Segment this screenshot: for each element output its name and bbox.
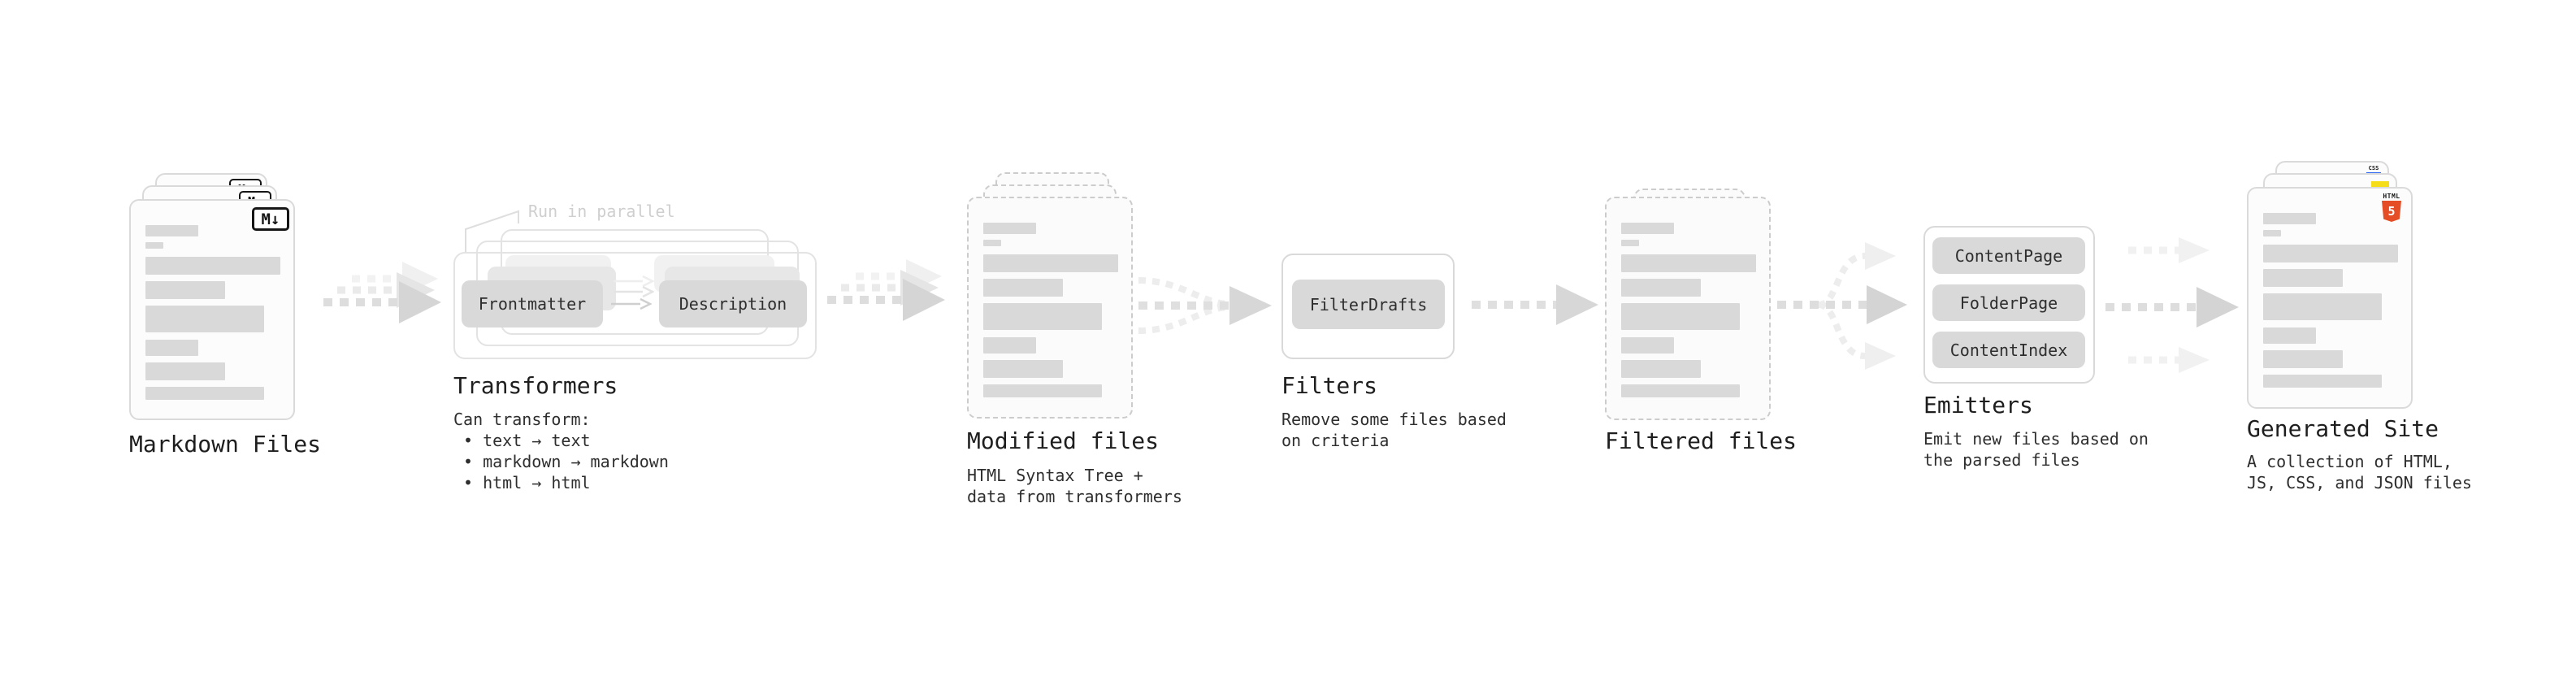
- skeleton-bar: [983, 240, 1001, 246]
- emitter-chip-folderpage: FolderPage: [1932, 284, 2085, 321]
- stage-label-transformers: Transformers: [453, 372, 618, 399]
- css-icon-label: CSS: [2368, 165, 2379, 171]
- modified-desc-line: HTML Syntax Tree +: [967, 466, 1143, 485]
- filters-desc-line: Remove some files based: [1281, 410, 1507, 429]
- skeleton-bar: [2263, 245, 2398, 262]
- chip-arrow-icon: [611, 297, 652, 310]
- chip-arrow-icon: [614, 285, 654, 298]
- filters-description: Remove some files based on criteria: [1281, 409, 1507, 451]
- skeleton-bar: [2263, 230, 2281, 236]
- skeleton-bar: [2263, 350, 2343, 368]
- modified-file-card-front: [967, 197, 1133, 419]
- skeleton-bar: [2263, 327, 2316, 344]
- generated-html-file-card: HTML 5: [2247, 187, 2413, 409]
- emitter-chip-contentindex: ContentIndex: [1932, 332, 2085, 368]
- skeleton-bar: [983, 223, 1036, 234]
- skeleton-bar: [1621, 254, 1756, 272]
- stage-label-filters: Filters: [1281, 372, 1378, 399]
- transformer-group-box-front: [453, 252, 817, 359]
- skeleton-bar: [2263, 293, 2382, 320]
- skeleton-bar: [1621, 303, 1740, 330]
- stage-label-markdown-files: Markdown Files: [129, 431, 322, 458]
- skeleton-bar: [145, 340, 198, 356]
- transformer-chip-frontmatter: Frontmatter: [462, 280, 603, 327]
- skeleton-bar: [983, 384, 1102, 397]
- html5-icon-label: HTML: [2383, 193, 2400, 200]
- skeleton-bar: [1621, 384, 1740, 397]
- emitters-desc-line: the parsed files: [1923, 450, 2080, 470]
- markdown-icon: M↓: [252, 207, 289, 231]
- skeleton-bar: [2263, 269, 2343, 287]
- annotation-bracket: [465, 210, 519, 252]
- skeleton-bar: [1621, 240, 1639, 246]
- stage-label-generated-site: Generated Site: [2247, 415, 2439, 442]
- flow-arrow-modified-to-filters: [1138, 277, 1272, 334]
- flow-arrow-markdown-to-transformers: [323, 262, 441, 323]
- transformer-chip-description: Description: [659, 280, 807, 327]
- flow-arrow-filters-to-filtered: [1472, 284, 1598, 325]
- flow-arrow-filtered-to-emitters: [1777, 242, 1907, 370]
- skeleton-bar: [1621, 360, 1701, 378]
- emitters-desc-line: Emit new files based on: [1923, 429, 2149, 449]
- stage-label-modified-files: Modified files: [967, 427, 1160, 454]
- skeleton-bar: [145, 387, 264, 400]
- transformers-bullet: • html → html: [463, 473, 591, 492]
- stage-label-filtered-files: Filtered files: [1605, 427, 1798, 454]
- skeleton-bar: [983, 254, 1118, 272]
- emitters-description: Emit new files based on the parsed files: [1923, 428, 2149, 471]
- transformers-bullet: • text → text: [463, 431, 591, 450]
- skeleton-bar: [983, 303, 1102, 330]
- skeleton-bar: [1621, 279, 1701, 297]
- skeleton-bar: [145, 306, 264, 332]
- run-in-parallel-annotation: Run in parallel: [528, 202, 675, 221]
- flow-arrow-transformers-to-modified: [827, 259, 945, 321]
- generated-desc-line: JS, CSS, and JSON files: [2247, 473, 2472, 492]
- html5-icon: HTML 5: [2382, 193, 2401, 222]
- emitter-chip-contentpage: ContentPage: [1932, 237, 2085, 274]
- skeleton-bar: [983, 360, 1063, 378]
- skeleton-bar: [145, 257, 280, 275]
- transformers-desc-heading: Can transform:: [453, 410, 591, 429]
- skeleton-bar: [145, 281, 225, 299]
- skeleton-bar: [145, 225, 198, 236]
- modified-desc-line: data from transformers: [967, 487, 1182, 506]
- generated-desc-line: A collection of HTML,: [2247, 452, 2452, 471]
- skeleton-bar: [145, 362, 225, 380]
- skeleton-bar: [2263, 375, 2382, 388]
- skeleton-bar: [2263, 213, 2316, 224]
- skeleton-bar: [983, 337, 1036, 354]
- transformers-bullet: • markdown → markdown: [463, 452, 669, 471]
- filters-desc-line: on criteria: [1281, 431, 1390, 450]
- skeleton-bar: [1621, 223, 1674, 234]
- stage-label-emitters: Emitters: [1923, 392, 2033, 419]
- skeleton-bar: [145, 242, 163, 249]
- html5-shield: 5: [2382, 201, 2401, 222]
- chip-arrow-icon: [614, 275, 654, 288]
- skeleton-bar: [1621, 337, 1674, 354]
- markdown-file-card-front: M↓: [129, 199, 295, 420]
- filtered-file-card-front: [1605, 197, 1771, 420]
- generated-description: A collection of HTML, JS, CSS, and JSON …: [2247, 451, 2472, 493]
- transformers-description: Can transform: • text → text • markdown …: [453, 409, 669, 493]
- flow-arrow-emitters-to-generated: [2105, 237, 2239, 373]
- filter-chip-filterdrafts: FilterDrafts: [1292, 280, 1445, 329]
- modified-description: HTML Syntax Tree + data from transformer…: [967, 465, 1182, 507]
- skeleton-bar: [983, 279, 1063, 297]
